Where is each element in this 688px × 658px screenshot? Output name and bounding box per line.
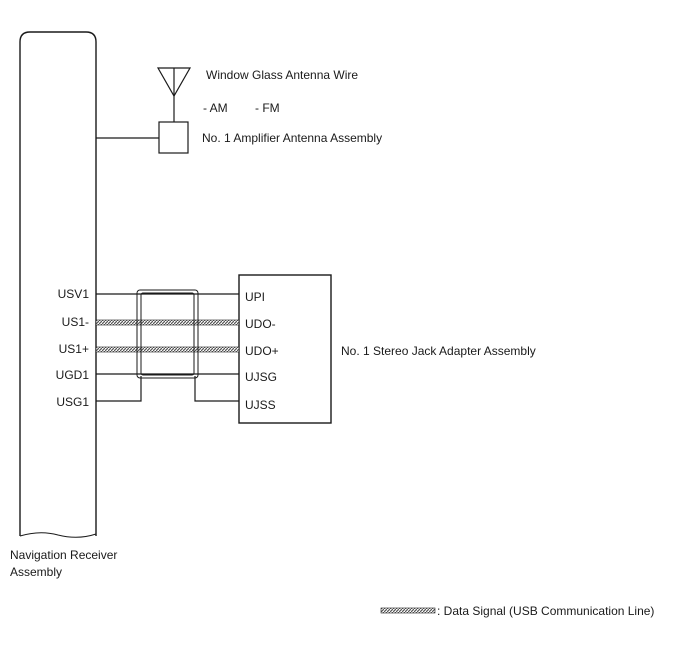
- antenna-wire-label: Window Glass Antenna Wire: [206, 68, 358, 82]
- antenna-icon: [156, 67, 192, 122]
- amplifier-label: No. 1 Amplifier Antenna Assembly: [202, 131, 382, 145]
- adapter-pin-ujsg: UJSG: [245, 370, 277, 384]
- wire-us1-minus-udo-minus: [95, 319, 240, 326]
- adapter-pin-upi: UPI: [245, 290, 265, 304]
- am-label: - AM: [203, 101, 228, 115]
- receiver-pin-usv1: USV1: [58, 287, 90, 301]
- receiver-label-line2: Assembly: [10, 565, 62, 579]
- adapter-pin-udo-plus: UDO+: [245, 344, 279, 358]
- legend-data-signal-swatch: [380, 607, 436, 614]
- navigation-receiver-body: [19, 31, 97, 536]
- receiver-break-line: [19, 532, 97, 538]
- fm-label: - FM: [255, 101, 280, 115]
- shield-outline: [136, 289, 199, 379]
- adapter-pin-ujss: UJSS: [245, 398, 276, 412]
- legend-data-signal-label: : Data Signal (USB Communication Line): [437, 604, 654, 618]
- receiver-pin-ugd1: UGD1: [56, 368, 90, 382]
- wire-usg1-ujss: [96, 376, 239, 402]
- receiver-label-line1: Navigation Receiver: [10, 548, 117, 562]
- adapter-pin-udo-minus: UDO-: [245, 317, 276, 331]
- receiver-pin-usg1: USG1: [56, 395, 89, 409]
- stereo-jack-label: No. 1 Stereo Jack Adapter Assembly: [341, 344, 536, 358]
- wire-us1-plus-udo-plus: [95, 346, 240, 353]
- receiver-pin-us1-plus: US1+: [59, 342, 89, 356]
- receiver-pin-us1-minus: US1-: [62, 315, 89, 329]
- amplifier-antenna-box: [158, 121, 189, 154]
